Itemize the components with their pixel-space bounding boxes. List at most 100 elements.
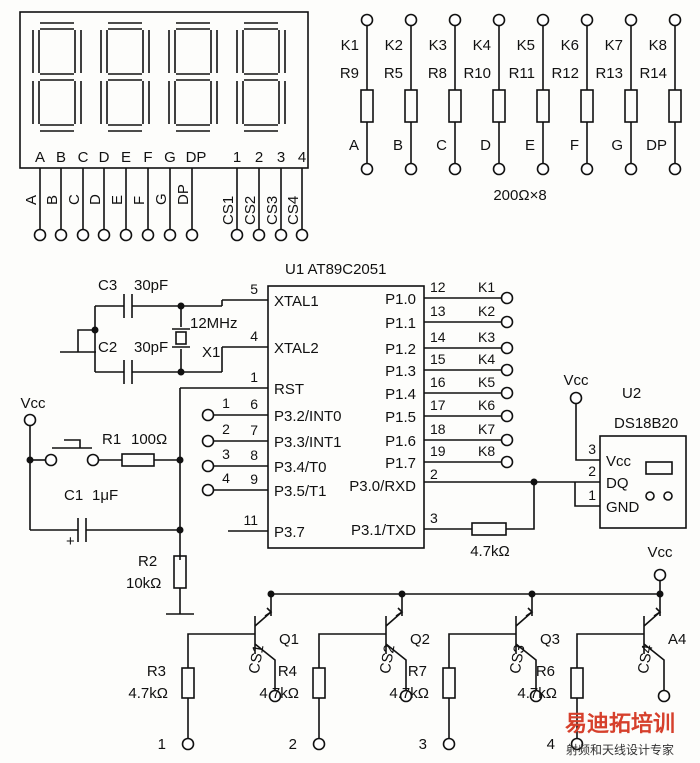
port-terminal xyxy=(500,455,514,469)
capacitor-c3 xyxy=(123,294,133,318)
segment xyxy=(176,124,210,132)
key-resistor xyxy=(360,89,374,123)
c2-label: C2 xyxy=(98,339,117,356)
display-pin-label: CS4 xyxy=(285,196,302,225)
segment-net-label: A xyxy=(349,137,359,154)
segment-label: A xyxy=(35,149,45,166)
emitter-arrow xyxy=(525,607,534,617)
sensor-pin-number: 3 xyxy=(588,441,596,457)
key-top-terminal xyxy=(360,13,374,27)
crystal-body xyxy=(175,331,187,345)
pullup-value-label: 4.7kΩ xyxy=(470,543,510,560)
capacitor-c2 xyxy=(123,360,133,384)
segment xyxy=(40,124,74,132)
key-label: K8 xyxy=(649,37,667,54)
sensor-pin-label: Vcc xyxy=(606,453,632,470)
key-top-terminal xyxy=(580,13,594,27)
segment-label: C xyxy=(78,149,89,166)
segment-label: F xyxy=(143,149,152,166)
segment-label: B xyxy=(56,149,66,166)
base-wire xyxy=(448,633,516,668)
digit-driver-transistors: VccCS1Q1R34.7kΩ1CS2Q2R44.7kΩ2CS3Q3R74.7k… xyxy=(128,544,686,753)
base-resistor xyxy=(442,667,456,699)
resistor-label: R9 xyxy=(340,65,359,82)
segment xyxy=(40,73,74,81)
segment xyxy=(32,81,40,124)
key-resistor-array: K1R9AK2R5BK3R8CK4R10DK5R11EK6R12FK7R13GK… xyxy=(340,13,682,204)
cs-terminal xyxy=(268,689,282,703)
base-resistor xyxy=(181,667,195,699)
cs-terminal xyxy=(399,689,413,703)
cs-label: CS1 xyxy=(246,643,268,675)
sensor-pin-label: GND xyxy=(606,499,640,516)
base-resistor-label: R6 xyxy=(536,663,555,680)
mcu-pin-number: 18 xyxy=(430,421,446,437)
array-value-label: 200Ω×8 xyxy=(493,187,546,204)
mcu-pin-label: P1.3 xyxy=(385,363,416,380)
cs-terminal xyxy=(529,689,543,703)
mcu-pin-label: P3.1/TXD xyxy=(351,522,416,539)
segment-net-label: DP xyxy=(646,137,667,154)
port-net-label: K7 xyxy=(478,421,495,437)
mcu-pin-number: 3 xyxy=(430,510,438,526)
mcu-pin-label: P3.5/T1 xyxy=(274,483,327,500)
segment xyxy=(244,22,278,30)
r2-value-label: 10kΩ xyxy=(126,575,161,592)
vcc-label: Vcc xyxy=(20,395,46,412)
port-net-label: K1 xyxy=(478,279,495,295)
mcu-pin-number: 9 xyxy=(250,471,258,487)
display-pin-label: B xyxy=(44,195,61,205)
base-resistor-value: 4.7kΩ xyxy=(517,685,557,702)
segment xyxy=(100,30,108,73)
key-top-terminal xyxy=(448,13,462,27)
port-net-label: K2 xyxy=(478,303,495,319)
segment-label: G xyxy=(164,149,176,166)
cs-label: CS3 xyxy=(507,643,529,675)
resistor-label: R14 xyxy=(639,65,667,82)
display-pin-label: A xyxy=(23,195,40,205)
port-terminal xyxy=(500,291,514,305)
p3-ext-number: 2 xyxy=(222,421,230,437)
digit-label: 2 xyxy=(255,149,263,166)
mcu-body xyxy=(267,285,425,549)
transistor-collector xyxy=(385,643,407,690)
mcu-pin-number: 4 xyxy=(250,328,258,344)
vcc-terminal xyxy=(653,568,667,582)
port-terminal xyxy=(500,386,514,400)
sensor-pin-number: 1 xyxy=(588,487,596,503)
mcu-pin-number: 1 xyxy=(250,369,258,385)
mcu-name: U1 AT89C2051 xyxy=(285,261,386,278)
display-pin-terminal xyxy=(54,228,68,242)
mcu-pin-label: XTAL1 xyxy=(274,293,319,310)
base-resistor-label: R7 xyxy=(408,663,427,680)
mcu-pin-number: 8 xyxy=(250,447,258,463)
mcu-pin-label: XTAL2 xyxy=(274,340,319,357)
key-label: K2 xyxy=(385,37,403,54)
junction-dot xyxy=(176,526,184,534)
mcu-pin-number: 5 xyxy=(250,281,258,297)
cs-terminal xyxy=(657,689,671,703)
key-bottom-terminal xyxy=(360,162,374,176)
base-wire xyxy=(187,633,255,668)
segment xyxy=(176,73,210,81)
base-resistor-value: 4.7kΩ xyxy=(389,685,429,702)
port-net-label: K3 xyxy=(478,329,495,345)
mcu-pin-label: P1.1 xyxy=(385,315,416,332)
display-pin-terminal xyxy=(76,228,90,242)
input-label: 1 xyxy=(158,736,166,753)
vcc-label: Vcc xyxy=(647,544,673,561)
mcu-pin-label: P3.0/RXD xyxy=(349,478,416,495)
segment xyxy=(278,30,286,73)
display-pin-terminal xyxy=(295,228,309,242)
key-top-terminal xyxy=(536,13,550,27)
segment xyxy=(108,124,142,132)
segment xyxy=(100,81,108,124)
segment xyxy=(142,81,150,124)
segment xyxy=(74,30,82,73)
sensor-hole xyxy=(663,491,673,501)
port-net-label: K4 xyxy=(478,351,495,367)
segment xyxy=(244,124,278,132)
segment-net-label: F xyxy=(570,137,579,154)
